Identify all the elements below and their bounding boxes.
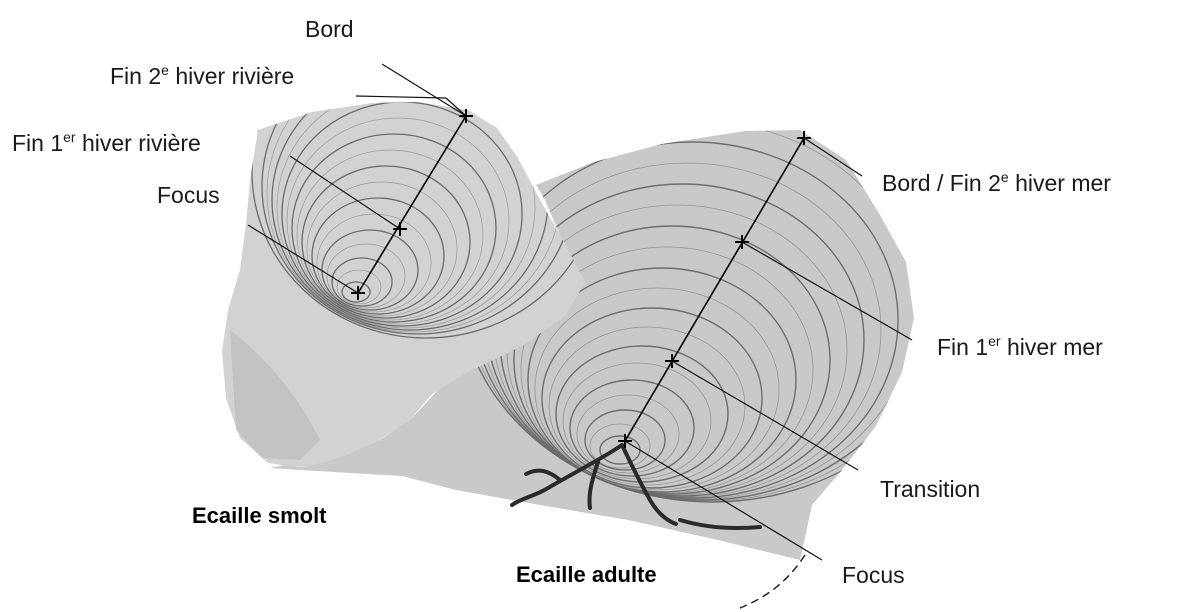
label-transition: Transition xyxy=(880,478,980,501)
dashed-outline xyxy=(740,555,805,608)
caption-ecaille-smolt: Ecaille smolt xyxy=(192,505,327,527)
label-bord: Bord xyxy=(305,18,354,41)
label-fin-2e-hiver-riviere: Fin 2e hiver rivière xyxy=(110,65,294,88)
label-fin-1er-hiver-riviere: Fin 1er hiver rivière xyxy=(12,132,201,155)
label-focus-adulte: Focus xyxy=(842,564,905,587)
label-fin-1er-hiver-mer: Fin 1er hiver mer xyxy=(937,336,1103,359)
caption-ecaille-adulte: Ecaille adulte xyxy=(516,564,657,586)
label-bord-fin-2e-hiver-mer: Bord / Fin 2e hiver mer xyxy=(882,172,1111,195)
label-focus-smolt: Focus xyxy=(157,184,220,207)
